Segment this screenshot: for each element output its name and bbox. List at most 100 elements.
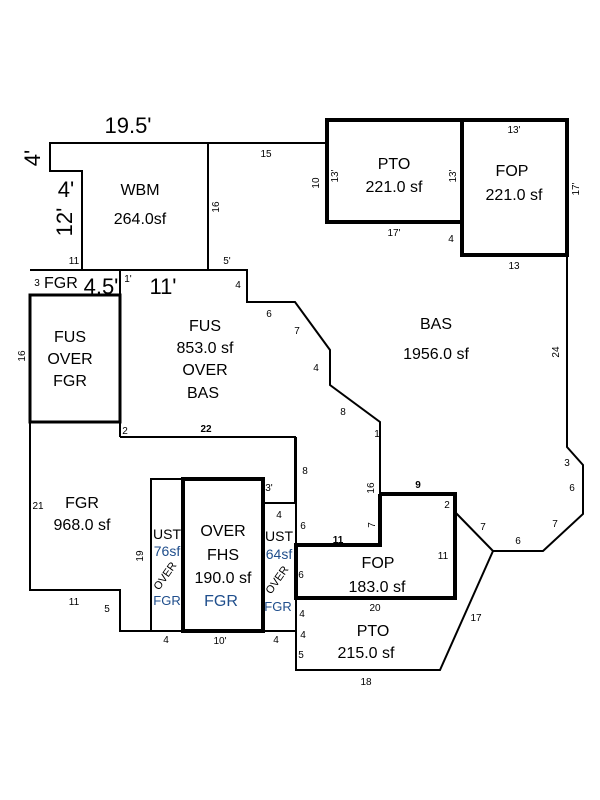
pto-top-label: PTO: [378, 156, 411, 173]
ust-left-label: UST: [153, 526, 181, 542]
fus-fgr-base: FGR: [53, 373, 87, 390]
bas-label: BAS: [420, 316, 452, 333]
dim-label: 8: [302, 466, 308, 477]
dim-label: 11': [149, 274, 176, 299]
fus-area: 853.0 sf: [177, 340, 234, 357]
fhs-label: FHS: [207, 547, 239, 564]
dim-label: 5: [298, 650, 304, 661]
dim-label: 6: [298, 570, 304, 581]
dim-label: 21: [32, 501, 44, 512]
dim-label: 7: [294, 326, 300, 337]
dim-label: 10: [311, 177, 322, 189]
dim-label: 19.5': [104, 113, 151, 138]
dim-label: 12': [52, 208, 77, 237]
bas-right-wall: [454, 255, 584, 552]
dim-label: 3: [564, 458, 570, 469]
dim-label: 13': [448, 169, 459, 182]
dim-label: 6: [266, 309, 272, 320]
dim-label: 13': [507, 125, 520, 136]
fhs-base: FGR: [204, 593, 238, 610]
dim-label: 2: [122, 426, 128, 437]
dim-label: 4.5': [84, 274, 119, 299]
dim-label: 15: [260, 149, 272, 160]
dim-label: 4: [235, 280, 241, 291]
wbm-label: WBM: [120, 182, 159, 199]
fop-bottom-area: 183.0 sf: [349, 579, 406, 596]
fgr-label: FGR: [65, 495, 99, 512]
dim-label: 4: [163, 635, 169, 646]
dim-label: 7: [480, 522, 486, 533]
fus-fgr-over: OVER: [47, 351, 92, 368]
fgr-small-label: FGR: [44, 275, 78, 292]
dim-label: 5: [104, 604, 110, 615]
dim-label: 11: [69, 597, 80, 608]
ust-left-base: FGR: [153, 593, 180, 608]
dim-label: 16: [211, 201, 222, 213]
pto-bottom-label: PTO: [357, 623, 390, 640]
ust-right-area: 64sf: [266, 546, 293, 562]
dim-label: 4': [20, 150, 45, 166]
dim-label: 4: [273, 635, 279, 646]
dim-label: 11: [438, 551, 449, 562]
fus-fgr-label: FUS: [54, 329, 86, 346]
dim-label: 19: [135, 550, 146, 562]
fus-over: OVER: [182, 362, 227, 379]
fop-top-label: FOP: [496, 163, 529, 180]
dim-label: 7: [367, 522, 378, 528]
dim-label: 4: [276, 510, 282, 521]
fus-label: FUS: [189, 318, 221, 335]
fus-base: BAS: [187, 385, 219, 402]
fus-bas-boundary: [30, 269, 381, 494]
pto-top-area: 221.0 sf: [366, 179, 423, 196]
dim-label: 9: [415, 480, 421, 491]
dim-label: 6: [300, 521, 306, 532]
wbm-outline: [49, 142, 209, 270]
fgr-area: 968.0 sf: [54, 517, 111, 534]
fhs-area: 190.0 sf: [195, 570, 252, 587]
dim-label: 16: [17, 350, 28, 362]
dim-label: 4: [313, 363, 319, 374]
dim-label: 13': [330, 169, 341, 182]
dim-label: 18: [360, 677, 372, 688]
dim-label: 3': [265, 483, 273, 494]
dim-label: 2: [444, 500, 450, 511]
fhs-over: OVER: [200, 523, 245, 540]
dim-label: 3: [34, 278, 40, 289]
dim-label: 16: [366, 482, 377, 494]
dimension-labels: 15 16 5' 11 3 1' 4 10 13' 17' 13' 4 13 1…: [17, 125, 582, 688]
dim-label: 17: [470, 613, 482, 624]
ust-right-outline: [262, 502, 297, 632]
dim-label: 7: [552, 519, 558, 530]
dim-label: 4': [58, 177, 74, 202]
dim-label: 13: [508, 261, 520, 272]
dim-label: 10': [213, 636, 226, 647]
fop-bottom-label: FOP: [362, 555, 395, 572]
dim-label: 1: [374, 429, 380, 440]
fop-top-outline: [460, 118, 569, 257]
dim-label: 20: [369, 603, 381, 614]
ust-right-over: OVER: [264, 564, 292, 596]
ust-right-base: FGR: [264, 599, 291, 614]
dim-label: 17': [387, 228, 400, 239]
fop-top-area: 221.0 sf: [486, 187, 543, 204]
dim-label: 11: [333, 535, 344, 546]
dim-label: 5': [223, 256, 231, 267]
dim-label: 4: [448, 234, 454, 245]
ust-left-area: 76sf: [154, 543, 181, 559]
pto-bottom-outline: [295, 550, 494, 671]
dim-label: 8: [340, 407, 346, 418]
dim-label: 11: [69, 256, 80, 267]
dim-label: 6: [569, 483, 575, 494]
dim-label: 1': [124, 274, 132, 285]
dim-label: 4: [299, 609, 305, 620]
dim-label: 22: [200, 424, 212, 435]
ust-left-over: OVER: [152, 560, 180, 592]
dim-label: 17': [571, 182, 582, 195]
dim-label: 6: [515, 536, 521, 547]
bas-area: 1956.0 sf: [403, 346, 469, 363]
pto-bottom-area: 215.0 sf: [338, 645, 395, 662]
ust-right-label: UST: [265, 528, 293, 544]
dim-label: 24: [551, 346, 562, 358]
wbm-area: 264.0sf: [114, 211, 167, 228]
